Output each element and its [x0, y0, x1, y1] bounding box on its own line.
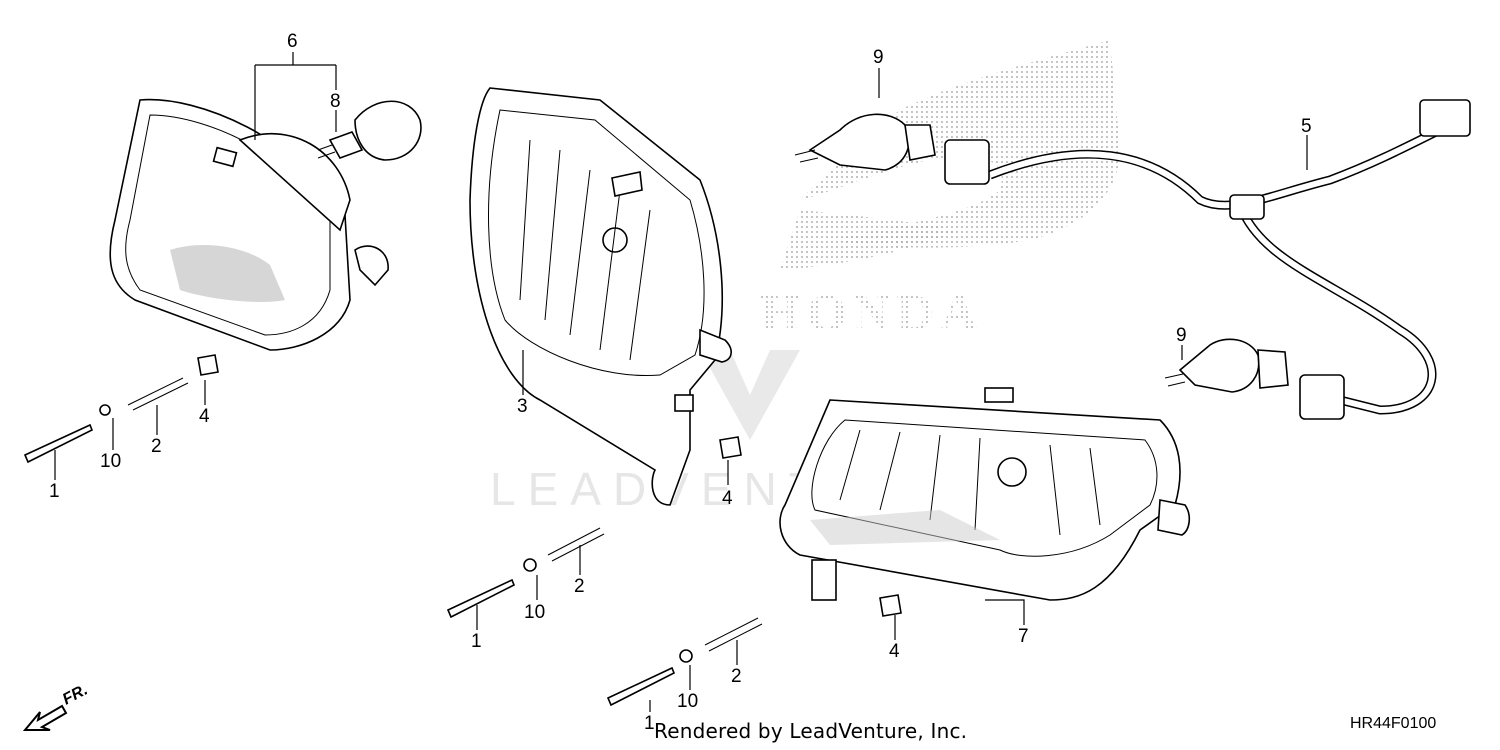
hardware-set-center — [446, 436, 742, 619]
callout-lines — [54, 52, 1308, 712]
callout-2-right: 2 — [731, 666, 742, 687]
rendered-by-credit: Rendered by LeadVenture, Inc. — [654, 719, 968, 743]
direction-label: FR. — [60, 681, 91, 708]
headlight-assembly-3 — [469, 87, 732, 506]
callout-10-center: 10 — [524, 602, 545, 623]
callout-9-upper: 9 — [873, 47, 884, 68]
callout-1-right: 1 — [644, 713, 655, 734]
callout-labels: 6 8 9 9 5 3 4 4 4 1 10 2 1 10 2 1 10 2 7 — [49, 31, 1312, 734]
socket-9-lower — [1164, 338, 1289, 393]
hardware-set-right — [606, 594, 902, 707]
honda-wing-logo: HONDA — [760, 40, 1120, 342]
callout-1-center: 1 — [471, 631, 482, 652]
callout-10-left: 10 — [100, 451, 121, 472]
callout-2-center: 2 — [574, 576, 585, 597]
callout-9-lower: 9 — [1176, 325, 1187, 346]
callout-3: 3 — [517, 396, 528, 417]
diagram-code: HR44F0100 — [1350, 715, 1437, 732]
callout-4-right: 4 — [889, 641, 900, 662]
callout-4-center: 4 — [722, 488, 733, 509]
wire-harness-5 — [944, 99, 1471, 420]
callout-7: 7 — [1018, 626, 1029, 647]
callout-1-left: 1 — [49, 481, 60, 502]
callout-2-left: 2 — [151, 436, 162, 457]
hardware-set-left — [23, 354, 219, 464]
bulb-8 — [317, 100, 422, 161]
callout-5: 5 — [1301, 116, 1312, 137]
callout-6: 6 — [287, 31, 298, 52]
front-direction-arrow-icon: FR. — [22, 681, 91, 731]
headlight-assembly-7 — [779, 387, 1191, 601]
socket-9-upper — [794, 113, 936, 171]
honda-logo-text: HONDA — [760, 285, 984, 342]
callout-4-left: 4 — [199, 406, 210, 427]
callout-8: 8 — [330, 91, 341, 112]
callout-10-right: 10 — [677, 691, 698, 712]
